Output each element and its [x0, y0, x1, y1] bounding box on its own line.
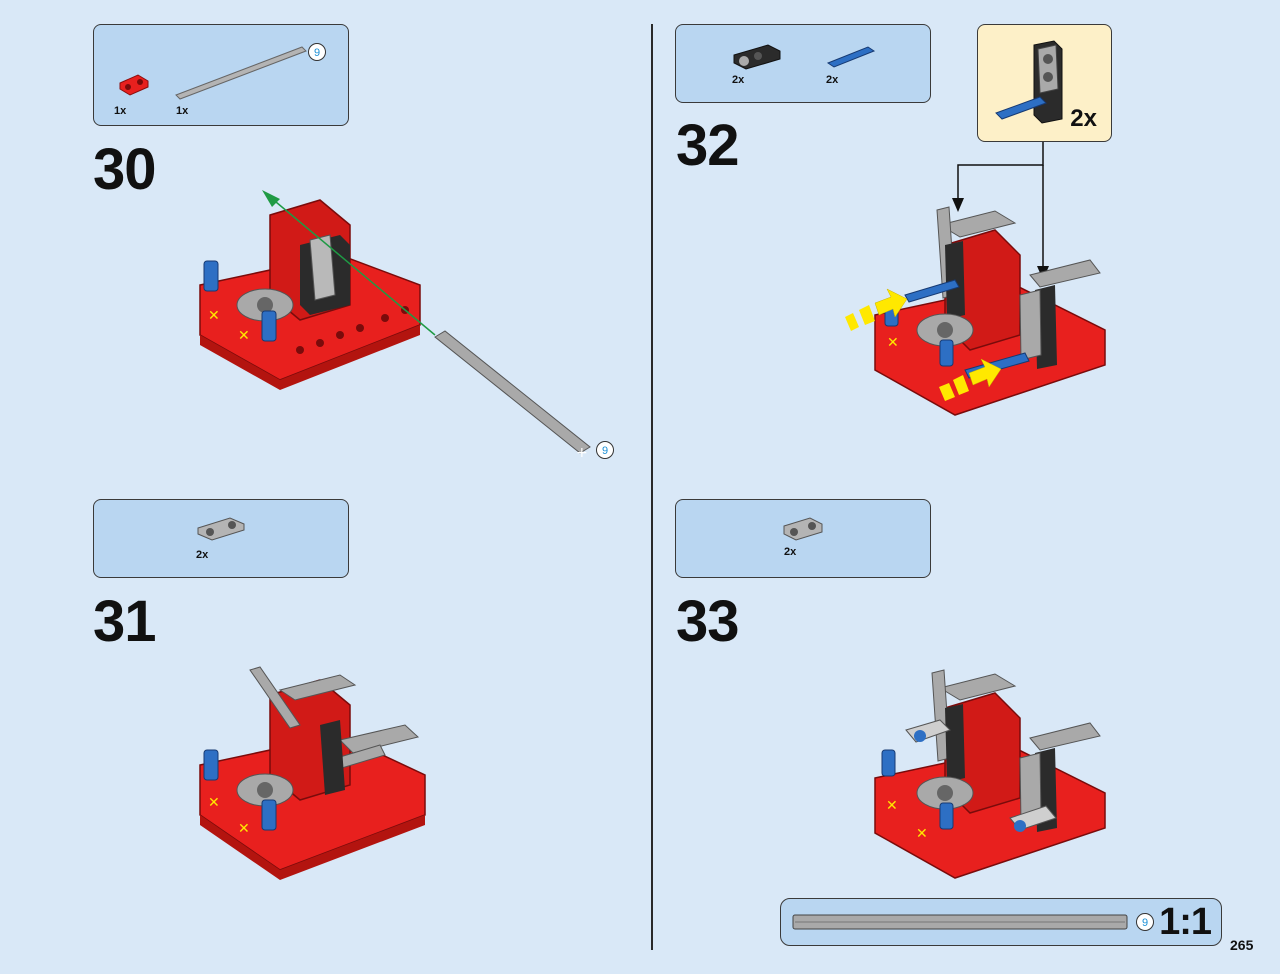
black-connector-icon: [733, 44, 781, 70]
part-qty: 1x: [114, 105, 127, 117]
axle-length-badge: 9: [308, 43, 326, 61]
subassembly-qty: 2x: [1070, 105, 1097, 132]
svg-text:✕: ✕: [208, 795, 220, 811]
part-qty: 2x: [784, 546, 797, 558]
blue-pin-icon: [826, 46, 876, 68]
red-beam-icon: [119, 74, 149, 96]
step-number: 32: [676, 113, 740, 178]
gray-axle-icon: [175, 46, 307, 100]
page-number: 265: [1230, 937, 1254, 953]
parts-list-step-32: 2x 2x: [675, 24, 931, 103]
svg-text:+: +: [576, 445, 588, 461]
parts-list-step-31: 2x: [93, 499, 349, 578]
part-qty: 2x: [732, 74, 745, 86]
svg-text:✕: ✕: [208, 308, 220, 324]
part-qty: 1x: [176, 105, 189, 117]
gray-liftarm-icon: [783, 517, 823, 541]
parts-list-step-30: 1x 1x 9: [93, 24, 349, 126]
part-qty: 2x: [196, 549, 209, 561]
step-33-model: ✕ ✕: [874, 669, 1106, 879]
step-number: 33: [676, 589, 740, 654]
scale-ratio: 1:1: [1159, 901, 1212, 943]
step-number: 30: [93, 137, 157, 202]
subassembly-icon: [995, 40, 1063, 124]
gray-connector-icon: [197, 517, 245, 541]
part-qty: 2x: [826, 74, 839, 86]
axle-scale-icon: [792, 914, 1128, 930]
subassembly-callout: 2x: [977, 24, 1112, 142]
axle-length-badge: 9: [1136, 913, 1154, 931]
svg-text:✕: ✕: [238, 328, 250, 344]
parts-list-step-33: 2x: [675, 499, 931, 578]
svg-text:✕: ✕: [886, 798, 898, 814]
axle-length-badge: 9: [596, 441, 614, 459]
step-number: 31: [93, 589, 157, 654]
step-31-model: ✕ ✕: [199, 666, 426, 880]
scale-reference: 9 1:1: [780, 898, 1222, 946]
svg-text:✕: ✕: [887, 335, 899, 351]
svg-text:✕: ✕: [238, 821, 250, 837]
step-32-model: ✕: [845, 206, 1106, 416]
svg-text:✕: ✕: [916, 826, 928, 842]
page-divider: [651, 24, 653, 950]
step-30-model: ✕ ✕ +: [199, 190, 591, 461]
